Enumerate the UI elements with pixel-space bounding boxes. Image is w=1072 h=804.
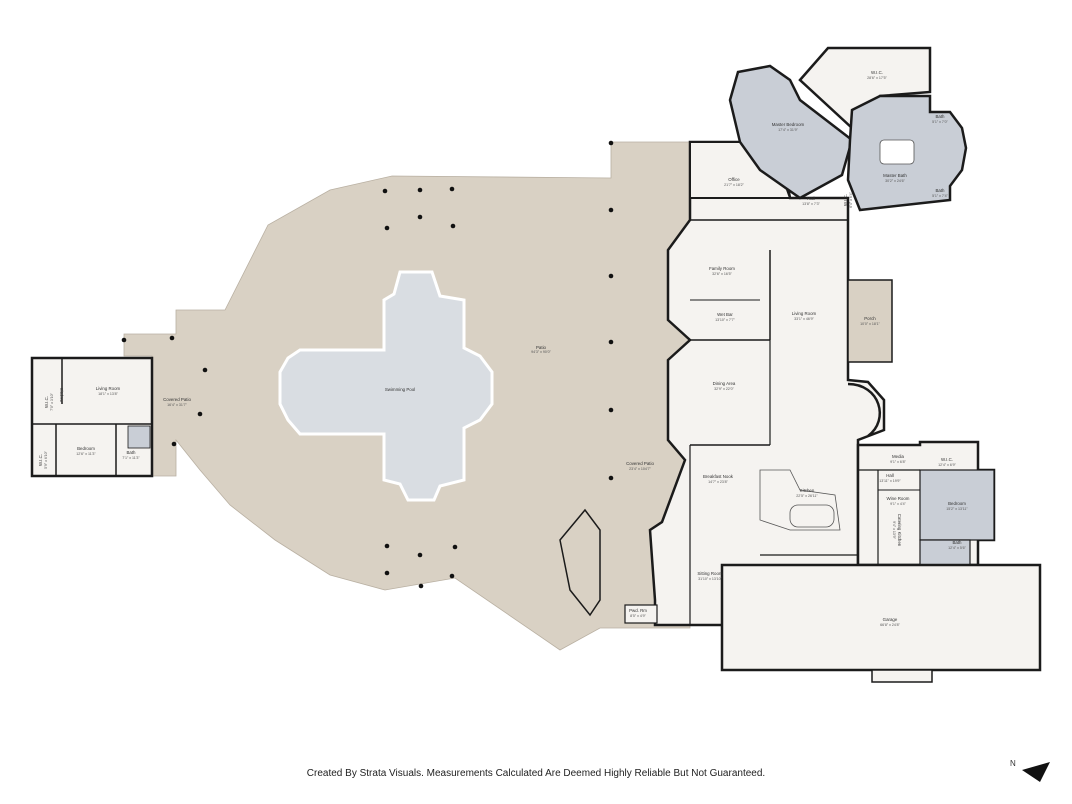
room-dims: 16'4" x 31'7" bbox=[167, 403, 187, 407]
room-label: Living Room bbox=[96, 386, 121, 391]
room-dims: 12'6" x 11'3" bbox=[76, 452, 96, 456]
room-label: Office bbox=[728, 177, 740, 182]
room-dims: 9'1" x 6'8" bbox=[890, 460, 906, 464]
room-label: Family Room bbox=[709, 266, 735, 271]
porch-area bbox=[847, 279, 893, 363]
kitchen-table bbox=[789, 504, 835, 528]
room-label: Swimming Pool bbox=[385, 387, 415, 392]
room-labels: Patio 94'3" x 90'0" Swimming Pool Covere… bbox=[38, 70, 968, 627]
room-label: Kitchen bbox=[59, 388, 64, 403]
room-dims: 7'0" x 3'10" bbox=[50, 392, 54, 410]
room-dims: 18'1" x 13'8" bbox=[98, 392, 118, 396]
room-label: Pwd. Rm bbox=[629, 608, 647, 613]
east-bedroom-area bbox=[919, 469, 995, 541]
room-label: Garage bbox=[883, 617, 898, 622]
room-dims: 5'1" x 7'0" bbox=[932, 120, 948, 124]
room-dims: 28'6" x 17'5" bbox=[867, 76, 887, 80]
room-dims: 32'6" x 16'5" bbox=[712, 272, 732, 276]
room-label: Patio bbox=[536, 345, 547, 350]
room-dims: 33'1" x 46'9" bbox=[794, 317, 814, 321]
room-label: Catering Kitchen bbox=[897, 514, 902, 547]
room-dims: 12'4" x 5'6" bbox=[948, 546, 966, 550]
room-label: Wet Bar bbox=[717, 312, 733, 317]
master-tub bbox=[879, 139, 915, 165]
room-dims: 23'4" x 104'7" bbox=[629, 467, 651, 471]
room-dims: 12'4" x 6'9" bbox=[938, 463, 956, 467]
room-label: W.I.C. bbox=[871, 70, 883, 75]
north-arrow-icon: N bbox=[1010, 759, 1050, 782]
room-label: Wine Room bbox=[887, 496, 910, 501]
room-dims: 31'10" x 13'10" bbox=[698, 577, 722, 581]
room-dims: 13'10" x 7'7" bbox=[715, 318, 735, 322]
room-label: Bath bbox=[935, 114, 945, 119]
room-label: Covered Patio bbox=[626, 461, 654, 466]
swimming-pool bbox=[278, 270, 494, 502]
lower-west-wing bbox=[559, 508, 601, 617]
room-label: Kitchen bbox=[800, 488, 815, 493]
room-label: Bath bbox=[935, 188, 945, 193]
room-label: Hall bbox=[807, 196, 815, 201]
room-label: W.I.C. bbox=[38, 454, 43, 466]
room-dims: 94'3" x 90'0" bbox=[531, 350, 551, 354]
room-label: Master Bath bbox=[883, 173, 907, 178]
room-label: W.I.C. bbox=[44, 396, 49, 408]
guest-house bbox=[30, 356, 154, 478]
room-label: Porch bbox=[864, 316, 876, 321]
room-dims: 5'9" x 6'10" bbox=[44, 450, 48, 468]
room-dims: 15'2" x 13'11" bbox=[946, 507, 968, 511]
room-label: Media bbox=[892, 454, 905, 459]
spiral-stair bbox=[847, 382, 881, 438]
room-label: Covered Patio bbox=[163, 397, 191, 402]
room-label: Dining Area bbox=[713, 381, 736, 386]
room-label: Bath bbox=[952, 540, 962, 545]
garage-step bbox=[871, 669, 933, 683]
room-label: Breakfast Nook bbox=[703, 474, 734, 479]
room-dims: 30'2" x 24'6" bbox=[885, 179, 905, 183]
room-dims: 21'7" x 18'2" bbox=[724, 183, 744, 187]
garage-area bbox=[720, 563, 1042, 672]
room-label: W.I.C. bbox=[843, 194, 848, 206]
master-bedroom-area bbox=[728, 64, 854, 200]
room-dims: 17'4" x 31'9" bbox=[778, 128, 798, 132]
room-label: W.I.C. bbox=[941, 457, 953, 462]
powder-room-area bbox=[624, 604, 658, 624]
room-dims: 7'1" x 11'3" bbox=[122, 456, 140, 460]
guest-shower bbox=[127, 425, 151, 449]
kitchen-island bbox=[759, 469, 841, 531]
room-dims: 14'7" x 23'8" bbox=[708, 480, 728, 484]
footer-credit: Created By Strata Visuals. Measurements … bbox=[306, 768, 766, 779]
room-label: Bedroom bbox=[948, 501, 966, 506]
room-label: Sitting Room bbox=[697, 571, 722, 576]
room-dims: 13'8" x 7'3" bbox=[802, 202, 820, 206]
room-dims: 8'5" x 4'9" bbox=[630, 614, 646, 618]
room-dims: 13'11" x 19'9" bbox=[879, 479, 901, 483]
room-dims: 9'4" x 13'9" bbox=[892, 521, 896, 539]
room-dims: 32'9" x 22'0" bbox=[714, 387, 734, 391]
room-dims: 10'0" x 18'1" bbox=[860, 322, 880, 326]
room-label: Master Bedroom bbox=[772, 122, 805, 127]
room-dims: 66'8" x 24'8" bbox=[880, 623, 900, 627]
room-label: Bedroom bbox=[77, 446, 95, 451]
room-dims: 6'4" x 6'4" bbox=[849, 191, 853, 207]
room-label: Hall bbox=[886, 473, 894, 478]
room-dims: 22'5" x 26'11" bbox=[796, 494, 818, 498]
north-label: N bbox=[1010, 759, 1016, 768]
patio-posts bbox=[121, 140, 614, 589]
room-label: Living Room bbox=[792, 311, 817, 316]
east-bath-area bbox=[919, 539, 971, 566]
room-dims: 9'1" x 4'4" bbox=[890, 502, 906, 506]
room-label: Bath bbox=[126, 450, 136, 455]
room-dims: 5'1" x 7'4" bbox=[932, 194, 948, 198]
